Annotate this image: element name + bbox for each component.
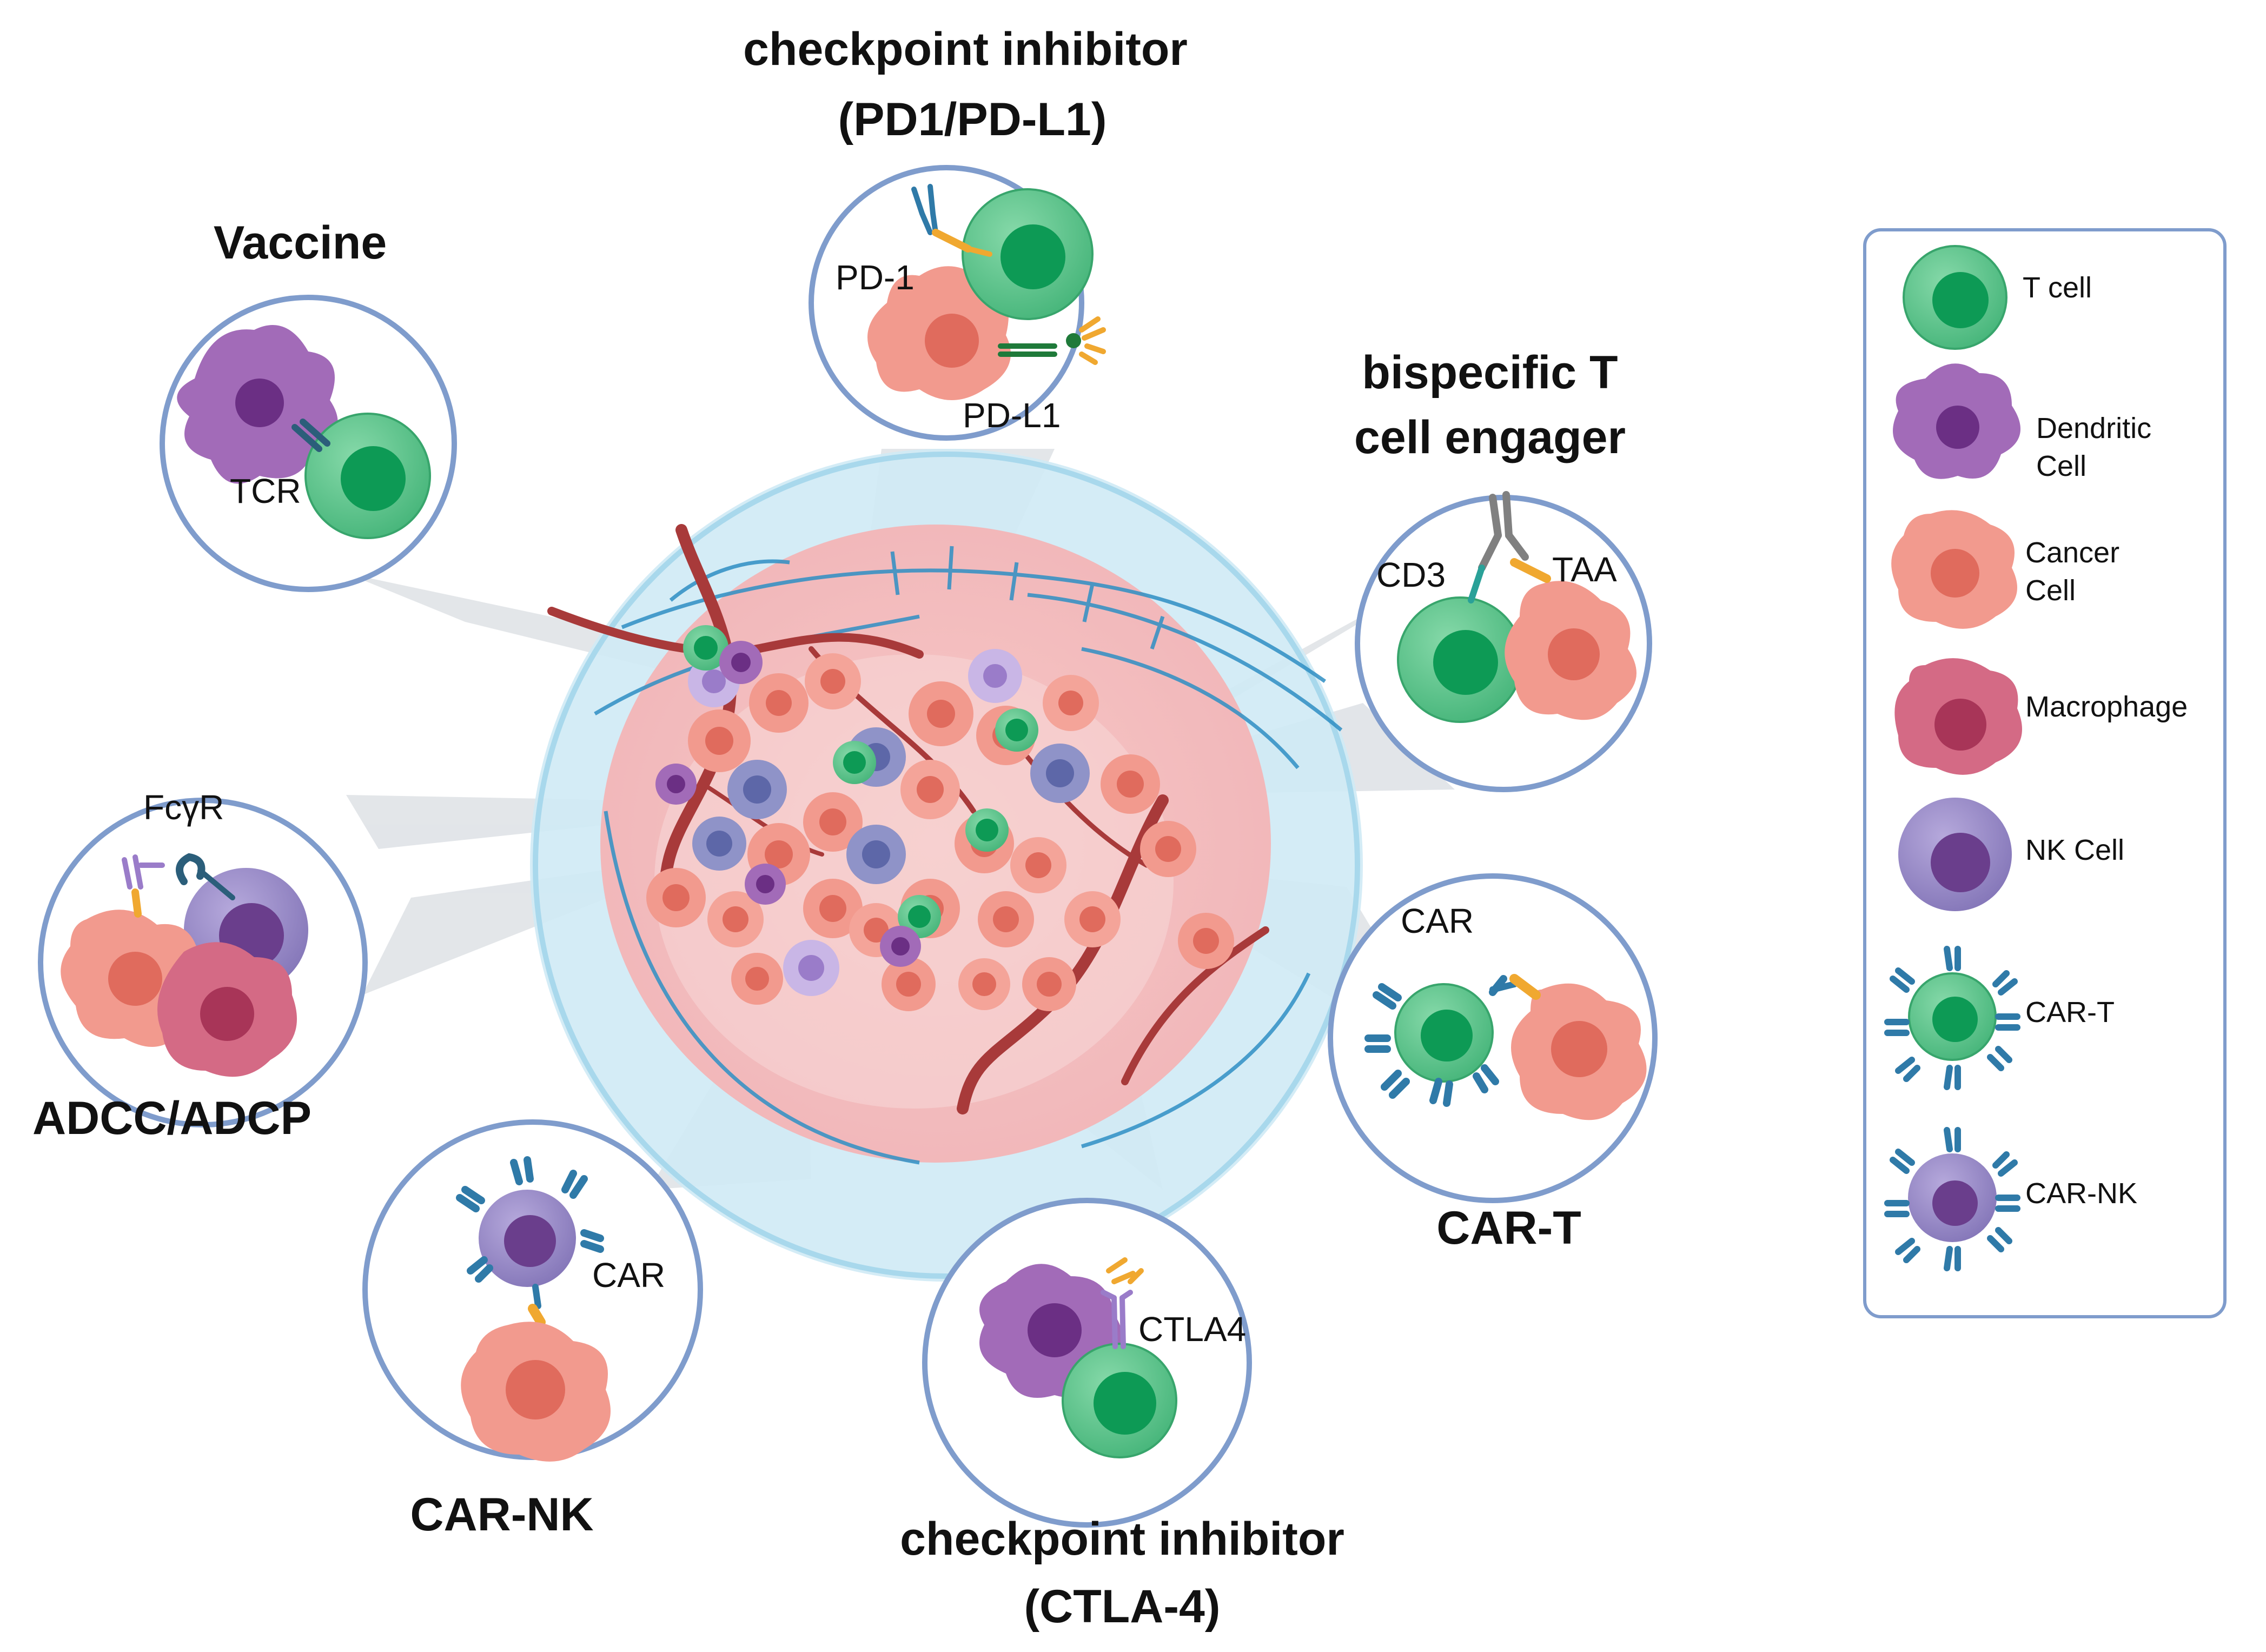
antigen — [528, 1304, 546, 1327]
pdl1-label: PD-L1 — [963, 396, 1061, 435]
cancer-cell — [1505, 581, 1636, 720]
legend-label: CAR-NK — [2025, 1177, 2137, 1210]
adcc-title: ADCC/ADCP — [32, 1092, 312, 1144]
car-nk-title: CAR-NK — [410, 1489, 593, 1541]
legend-item-t-cell: T cell — [1903, 245, 2092, 350]
nk-cell-icon — [1898, 798, 2012, 911]
pd1-antibody — [911, 184, 992, 257]
macrophage-icon — [1894, 658, 2022, 775]
legend-item-cancer: Cancer Cell — [1891, 510, 2119, 629]
car-t-panel: CAR — [1328, 873, 1658, 1203]
checkpoint-ctla4-title-line1: checkpoint inhibitor — [900, 1513, 1344, 1565]
car-t-cell-icon — [1884, 946, 2020, 1090]
antigen — [1509, 974, 1541, 1000]
t-cell — [1062, 1343, 1177, 1458]
adcc-panel: FcγR — [38, 788, 368, 1127]
checkpoint-pd1-title-line2: (PD1/PD-L1) — [838, 94, 1107, 145]
car-label: CAR — [1401, 901, 1474, 940]
car-t-cell — [1364, 975, 1507, 1107]
tumor-cells — [646, 625, 1234, 1011]
pd1-panel: PD-1 PD-L1 — [809, 165, 1106, 441]
legend-label: Dendritic — [2036, 412, 2151, 444]
cancer-cell — [461, 1322, 611, 1462]
vaccine-panel: TCR — [160, 295, 457, 592]
bispecific-title-line2: cell engager — [1354, 412, 1626, 463]
t-cell — [304, 413, 431, 539]
section-titles: checkpoint inhibitor (PD1/PD-L1) Vaccine… — [32, 23, 1626, 1633]
car-t-title: CAR-T — [1436, 1202, 1581, 1254]
legend: T cell Dendritic Cell Cancer Cell Macrop… — [1863, 228, 2227, 1318]
taa-label: TAA — [1552, 550, 1617, 589]
fcgr-receptor — [122, 853, 235, 918]
legend-item-car-nk: CAR-NK — [1884, 1127, 2137, 1271]
legend-label: Cell — [2036, 450, 2086, 482]
cancer-cell-icon — [1891, 510, 2017, 629]
checkpoint-ctla4-title-line2: (CTLA-4) — [1024, 1581, 1220, 1633]
car-nk-cell-icon — [1884, 1127, 2020, 1271]
tcr-receptor — [291, 419, 330, 452]
legend-label: NK Cell — [2025, 834, 2124, 866]
vaccine-title: Vaccine — [214, 217, 387, 269]
legend-item-car-t: CAR-T — [1884, 946, 2115, 1090]
bispecific-antibody — [1468, 491, 1551, 603]
t-cell — [962, 188, 1094, 320]
t-cell-icon — [1903, 245, 2007, 350]
legend-item-macrophage: Macrophage — [1894, 658, 2188, 775]
tcr-label: TCR — [230, 472, 301, 510]
bispecific-panel: CD3 TAA — [1355, 491, 1652, 792]
checkpoint-pd1-title-line1: checkpoint inhibitor — [743, 23, 1188, 75]
pd1-label: PD-1 — [836, 258, 915, 297]
ctla4-antibody — [1101, 1257, 1144, 1349]
car-receptor — [532, 1284, 541, 1309]
car-receptor — [1489, 981, 1518, 993]
legend-label: Macrophage — [2025, 691, 2188, 723]
pdl1-antibody — [998, 316, 1106, 365]
t-cell — [1397, 596, 1523, 723]
cd3-label: CD3 — [1376, 555, 1446, 594]
legend-label: T cell — [2023, 271, 2092, 304]
ctla4-label: CTLA4 — [1138, 1310, 1246, 1349]
legend-item-dendritic: Dendritic Cell — [1893, 363, 2151, 482]
legend-label: Cell — [2025, 574, 2076, 607]
dendritic-cell-icon — [1893, 363, 2020, 479]
car-nk-panel: CAR — [362, 1119, 703, 1462]
car-nk-cell — [456, 1156, 604, 1287]
legend-label: CAR-T — [2025, 996, 2115, 1029]
car-label: CAR — [592, 1256, 665, 1295]
cancer-cell — [867, 266, 1011, 400]
legend-label: Cancer — [2025, 536, 2119, 569]
dendritic-cell — [177, 325, 338, 484]
legend-item-nk: NK Cell — [1898, 798, 2124, 911]
tumor-mass — [530, 449, 1363, 1282]
cancer-cell — [1511, 983, 1647, 1120]
fcgr-label: FcγR — [143, 788, 224, 827]
macrophage — [157, 942, 297, 1077]
ctla4-panel: CTLA4 — [922, 1198, 1252, 1528]
blue-fibers — [594, 546, 1343, 1165]
bispecific-title-line1: bispecific T — [1362, 347, 1618, 399]
